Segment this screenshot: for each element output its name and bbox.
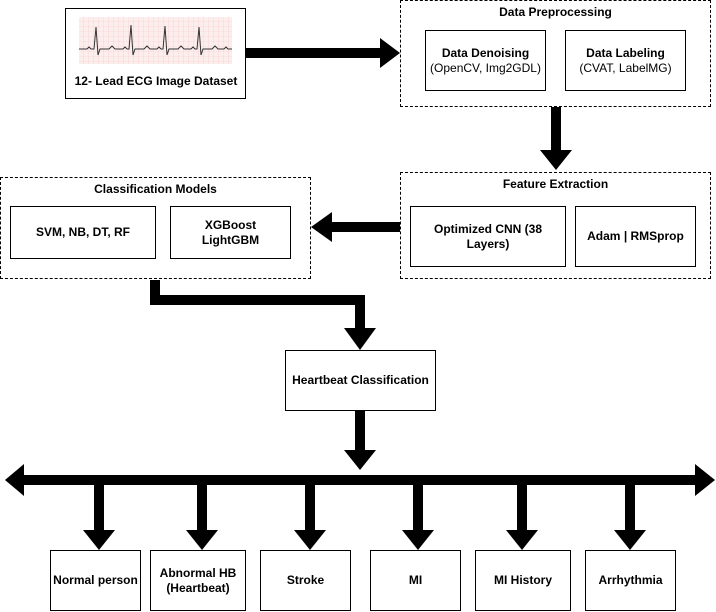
output-label: Arrhythmia xyxy=(598,573,663,587)
denoising-title: Data Denoising xyxy=(441,45,530,60)
labeling-box: Data Labeling (CVAT, LabelMG) xyxy=(565,30,686,91)
classic-models-box: SVM, NB, DT, RF xyxy=(10,206,156,259)
heartbeat-classification-box: Heartbeat Classification xyxy=(285,350,436,411)
output-label: Normal person xyxy=(53,573,138,587)
preprocessing-title: Data Preprocessing xyxy=(499,5,612,19)
denoising-detail: (OpenCV, Img2GDL) xyxy=(430,60,541,75)
drop-stroke-head xyxy=(294,530,326,550)
labeling-title: Data Labeling xyxy=(586,45,665,60)
drop-mi-head xyxy=(402,530,434,550)
drop-arrhythmia-head xyxy=(614,530,646,550)
output-mi-history: MI History xyxy=(475,550,571,611)
optimizers-label: Adam | RMSprop xyxy=(587,229,684,243)
cnn-box: Optimized CNN (38 Layers) xyxy=(410,206,566,267)
arrow-models-to-heartbeat xyxy=(150,280,365,330)
dataset-label: 12- Lead ECG Image Dataset xyxy=(74,74,238,88)
output-stroke: Stroke xyxy=(260,550,351,611)
ecg-image xyxy=(79,17,232,64)
labeling-detail: (CVAT, LabelMG) xyxy=(579,60,672,75)
output-label: Abnormal HB xyxy=(159,565,237,580)
bus-right-arrowhead xyxy=(695,464,715,496)
output-normal-person: Normal person xyxy=(50,550,141,611)
output-mi: MI xyxy=(370,550,461,611)
output-arrhythmia: Arrhythmia xyxy=(585,550,676,611)
boosting-models-box: XGBoost LightGBM xyxy=(170,206,291,259)
output-label-secondary: (Heartbeat) xyxy=(166,580,230,595)
output-label: MI xyxy=(408,573,423,587)
classic-models-label: SVM, NB, DT, RF xyxy=(35,225,130,239)
optimizers-box: Adam | RMSprop xyxy=(575,206,696,267)
output-label: Stroke xyxy=(286,573,325,587)
heartbeat-classification-label: Heartbeat Classification xyxy=(292,373,429,387)
denoising-box: Data Denoising (OpenCV, Img2GDL) xyxy=(425,30,546,91)
arrowhead-preprocessing xyxy=(380,38,400,68)
boosting-line2: LightGBM xyxy=(201,232,260,247)
arrowhead-bus xyxy=(344,450,376,470)
classification-models-title: Classification Models xyxy=(94,182,217,196)
drop-normal-head xyxy=(83,530,115,550)
output-label: MI History xyxy=(493,573,552,587)
drop-abnormal-head xyxy=(186,530,218,550)
output-abnormal-hb: Abnormal HB (Heartbeat) xyxy=(150,550,246,611)
arrowhead-models xyxy=(311,212,332,242)
arrowhead-heartbeat xyxy=(344,328,376,350)
feature-extraction-title: Feature Extraction xyxy=(502,177,609,191)
output-drops xyxy=(83,480,646,550)
cnn-label: Optimized CNN (38 Layers) xyxy=(433,221,542,251)
arrowhead-feature xyxy=(540,150,572,170)
drop-mi-history-head xyxy=(506,530,538,550)
bus-left-arrowhead xyxy=(5,464,24,496)
boosting-line1: XGBoost xyxy=(204,217,257,232)
